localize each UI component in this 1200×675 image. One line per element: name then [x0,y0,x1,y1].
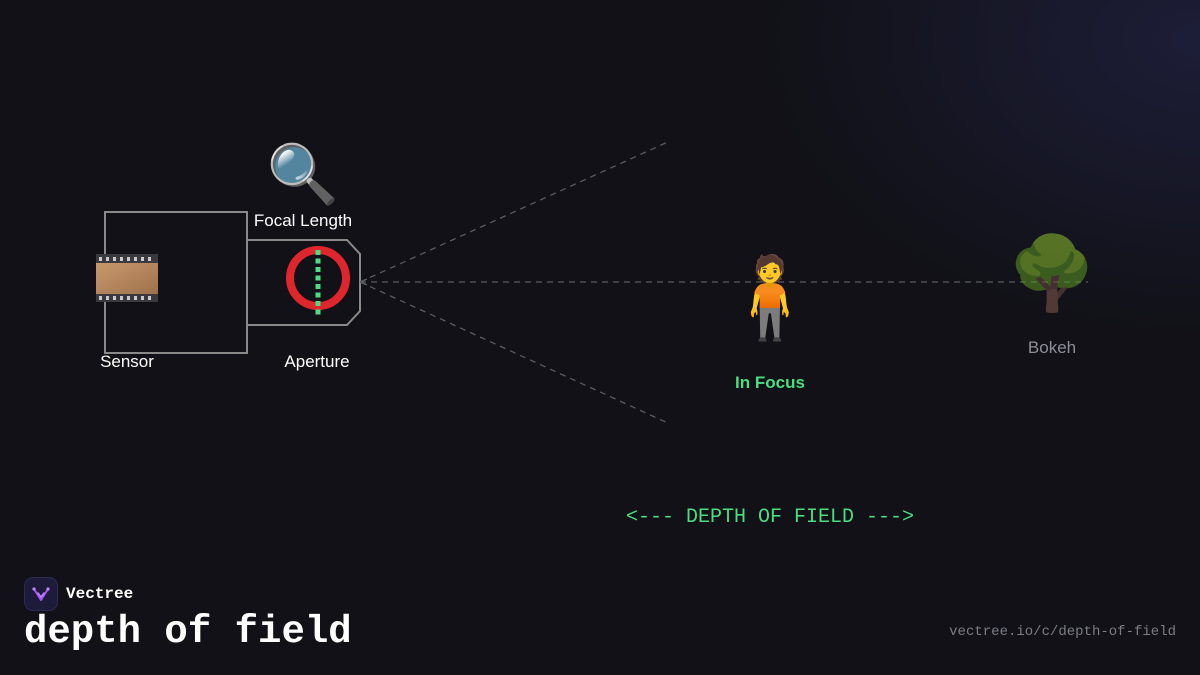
in-focus-label: In Focus [735,373,805,392]
page-title: depth of field [24,610,352,654]
source-url[interactable]: vectree.io/c/depth-of-field [949,624,1176,640]
vectree-logo-icon [24,577,58,611]
lens-barrel [246,239,361,326]
hollow-red-circle-icon [286,246,350,318]
depth-of-field-range: <--- DEPTH OF FIELD ---> [625,506,915,529]
sensor-label: Sensor [100,352,154,371]
focal-length-label: Focal Length [253,211,353,230]
focus-ray-bottom [359,281,671,425]
aperture-label: Aperture [284,352,350,371]
person-standing-icon: 🧍 [720,253,820,342]
magnifying-glass-icon: 🔍 [266,142,340,207]
brand-name: Vectree [66,585,134,603]
brand: Vectree [24,577,133,611]
film-frame-icon [96,254,158,302]
optical-axis-arrowhead [359,278,368,286]
bokeh-label: Bokeh [1027,338,1077,357]
deciduous-tree-icon: 🌳 [1007,234,1097,314]
focus-ray-top [359,140,671,283]
